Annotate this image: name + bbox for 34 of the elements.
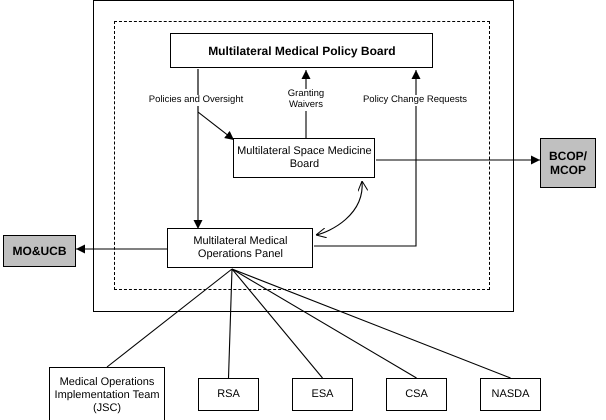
node-label: Medical Operations Implementation Team (JSC) [54,376,160,416]
connector-line [228,268,233,378]
agency-box [386,378,447,411]
node-label: NASDA [492,388,530,402]
node-label: MO&UCB [12,244,66,258]
edge-label: Policies and Oversight [148,95,244,106]
board-box [233,138,376,178]
arrow [197,69,234,140]
node-label: ESA [311,388,334,402]
edge-label: Policy Change Requests [362,95,468,106]
node-label: RSA [217,388,240,402]
agency-box [198,378,259,411]
arrow [314,70,420,247]
panel-box [167,228,314,268]
arrow [316,180,368,238]
external-box [3,235,76,267]
node-label: Multilateral Medical Policy Board [208,44,396,58]
team-box [49,367,165,420]
outer-frame [93,0,514,312]
board-box [170,33,434,68]
external-box [540,138,596,188]
node-label: Multilateral Space Medicine Board [236,145,373,172]
dashed-frame [114,21,490,290]
connector-line [232,268,323,378]
arrow [376,156,540,164]
agency-box [480,378,541,411]
connector-line [232,268,417,378]
node-label: Multilateral Medical Operations Panel [192,235,288,262]
node-label: BCOP/ MCOP [548,148,588,178]
connector-line [232,268,511,379]
connector-line [106,268,232,368]
arrow [76,244,168,254]
agency-box [292,378,353,411]
node-label: CSA [405,388,428,402]
